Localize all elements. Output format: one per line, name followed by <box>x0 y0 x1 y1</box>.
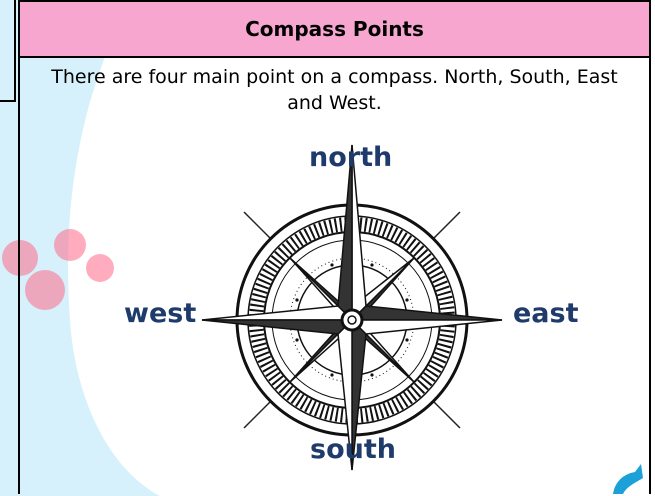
compass-rose <box>20 2 653 496</box>
left-frame <box>0 0 16 102</box>
label-south: south <box>310 434 396 465</box>
label-north: north <box>309 142 392 173</box>
label-west: west <box>124 298 196 329</box>
label-east: east <box>513 298 579 329</box>
watermark-icon <box>605 458 645 494</box>
worksheet: Compass Points There are four main point… <box>18 0 651 494</box>
